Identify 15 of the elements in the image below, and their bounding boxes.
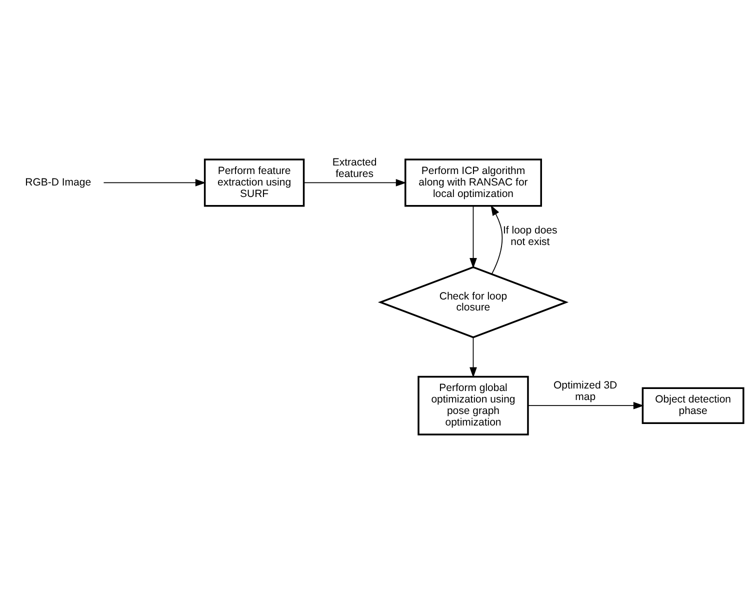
node-diamond: Check for loop closure [378, 266, 569, 338]
edge-label: Optimized 3D map [554, 380, 618, 403]
node-box: Perform feature extraction using SURF [204, 158, 305, 207]
arrow [490, 205, 503, 275]
node-box: Perform global optimization using pose graph optimization [418, 376, 529, 436]
edge-label: If loop does not exist [503, 224, 558, 248]
node-text: RGB-D Image [25, 176, 92, 188]
arrow [470, 206, 477, 269]
arrow [304, 179, 406, 186]
node-box: Perform ICP algorithm along with RANSAC for local optimization [404, 158, 542, 207]
arrow [103, 179, 206, 186]
node-box: Object detection phase [642, 387, 744, 424]
arrow [528, 402, 644, 410]
arrow [470, 337, 477, 378]
edge-label: Extracted features [332, 156, 377, 180]
